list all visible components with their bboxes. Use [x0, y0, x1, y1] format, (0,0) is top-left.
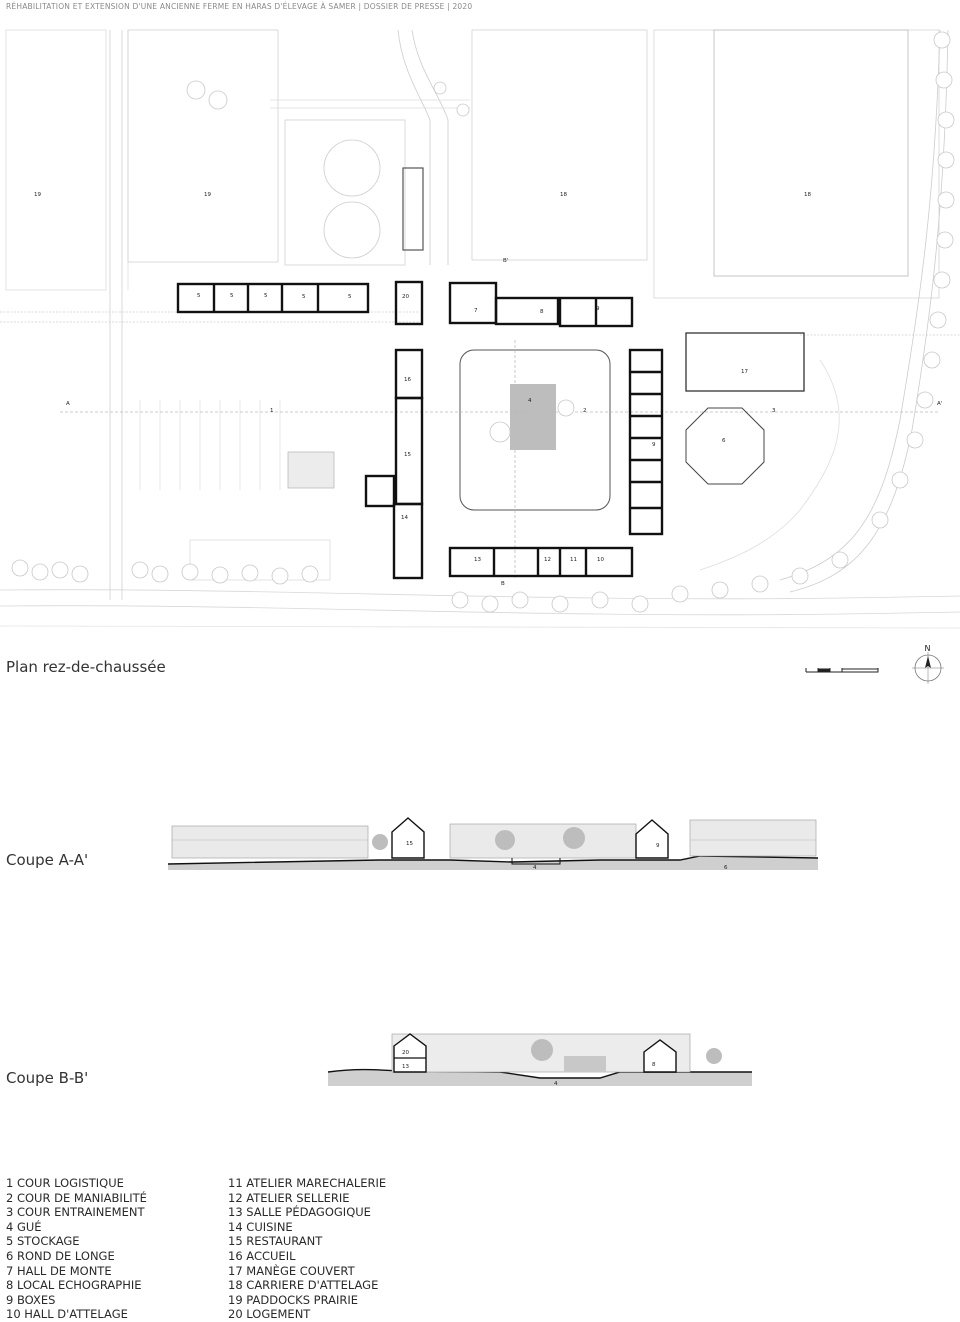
legend-left-column: 1 COUR LOGISTIQUE 2 COUR DE MANIABILITÉ …	[6, 1176, 147, 1322]
aa-label-6: 6	[724, 865, 728, 871]
label-12: 12	[544, 557, 551, 563]
section-mark-a-prime: A'	[937, 401, 942, 407]
legend-item: 2 COUR DE MANIABILITÉ	[6, 1190, 147, 1205]
label-1: 1	[270, 408, 274, 414]
label-20: 20	[402, 294, 409, 300]
legend-item: 17 MANÈGE COUVERT	[228, 1263, 355, 1278]
legend-item: 3 COUR ENTRAINEMENT	[6, 1205, 145, 1220]
legend-item: 1 COUR LOGISTIQUE	[6, 1176, 124, 1190]
label-13: 13	[474, 557, 481, 563]
label-4: 4	[528, 398, 532, 404]
label-14: 14	[401, 515, 408, 521]
label-10: 10	[597, 557, 604, 563]
plan-caption: Plan rez-de-chaussée	[6, 658, 166, 676]
aa-label-4: 4	[533, 865, 537, 871]
label-18a: 18	[560, 192, 567, 198]
label-9b: 9	[652, 442, 656, 448]
label-17: 17	[741, 369, 748, 375]
legend-item: 11 ATELIER MARECHALERIE	[228, 1176, 387, 1190]
site-plan	[0, 29, 960, 629]
legend-item: 10 HALL D'ATTELAGE	[6, 1307, 128, 1322]
legend-right-column: 11 ATELIER MARECHALERIE 12 ATELIER SELLE…	[228, 1176, 386, 1322]
bb-label-4: 4	[554, 1081, 558, 1087]
label-15: 15	[404, 452, 411, 458]
legend-item: 18 CARRIERE D'ATTELAGE	[228, 1278, 379, 1293]
legend-item: 14 CUISINE	[228, 1219, 293, 1234]
label-6: 6	[722, 438, 726, 444]
label-7: 7	[474, 308, 478, 314]
label-5c: 5	[264, 293, 268, 299]
label-19a: 19	[34, 192, 41, 198]
legend-item: 6 ROND DE LONGE	[6, 1248, 115, 1263]
label-5b: 5	[230, 293, 234, 299]
section-bb: 20 13 8 4	[327, 1033, 752, 1087]
scale-bar	[805, 668, 879, 673]
label-3: 3	[772, 408, 776, 414]
label-5d: 5	[302, 294, 306, 300]
plan-labels: 1 2 3 4 5 5 5 5 5 6 7 8 9 9 10 11 12 13 …	[34, 192, 942, 587]
legend-item: 19 PADDOCKS PRAIRIE	[228, 1292, 359, 1307]
legend-item: 16 ACCUEIL	[228, 1248, 296, 1263]
legend-item: 5 STOCKAGE	[6, 1234, 80, 1249]
aa-label-9: 9	[656, 843, 660, 849]
section-aa-caption: Coupe A-A'	[6, 851, 89, 869]
north-arrow-icon: N	[912, 644, 944, 684]
plan-buildings	[176, 280, 664, 580]
section-mark-b: B	[501, 581, 505, 587]
aa-label-15: 15	[406, 841, 413, 847]
legend-item: 12 ATELIER SELLERIE	[228, 1190, 350, 1205]
label-8: 8	[540, 309, 544, 315]
legend-item: 13 SALLE PÉDAGOGIQUE	[228, 1205, 371, 1220]
legend-item: 7 HALL DE MONTE	[6, 1263, 112, 1278]
label-9a: 9	[596, 306, 600, 312]
label-11: 11	[570, 557, 577, 563]
section-aa: 15 9 4 6	[167, 817, 819, 871]
document-header: RÉHABILITATION ET EXTENSION D'UNE ANCIEN…	[6, 2, 473, 11]
legend-item: 9 BOXES	[6, 1292, 56, 1307]
north-label: N	[925, 644, 931, 653]
label-5a: 5	[197, 293, 201, 299]
legend-item: 20 LOGEMENT	[228, 1307, 311, 1322]
bb-label-13: 13	[402, 1064, 409, 1070]
label-16: 16	[404, 377, 411, 383]
label-19b: 19	[204, 192, 211, 198]
section-bb-caption: Coupe B-B'	[6, 1069, 89, 1087]
label-5e: 5	[348, 294, 352, 300]
label-18b: 18	[804, 192, 811, 198]
legend-item: 15 RESTAURANT	[228, 1234, 323, 1249]
section-mark-b-prime: B'	[503, 258, 508, 264]
legend-item: 4 GUÉ	[6, 1219, 42, 1234]
legend-item: 8 LOCAL ECHOGRAPHIE	[6, 1278, 142, 1293]
bb-label-8: 8	[652, 1062, 656, 1068]
bb-label-20: 20	[402, 1050, 409, 1056]
section-mark-a: A	[66, 401, 70, 407]
label-2: 2	[583, 408, 587, 414]
plan-trees	[11, 31, 955, 613]
